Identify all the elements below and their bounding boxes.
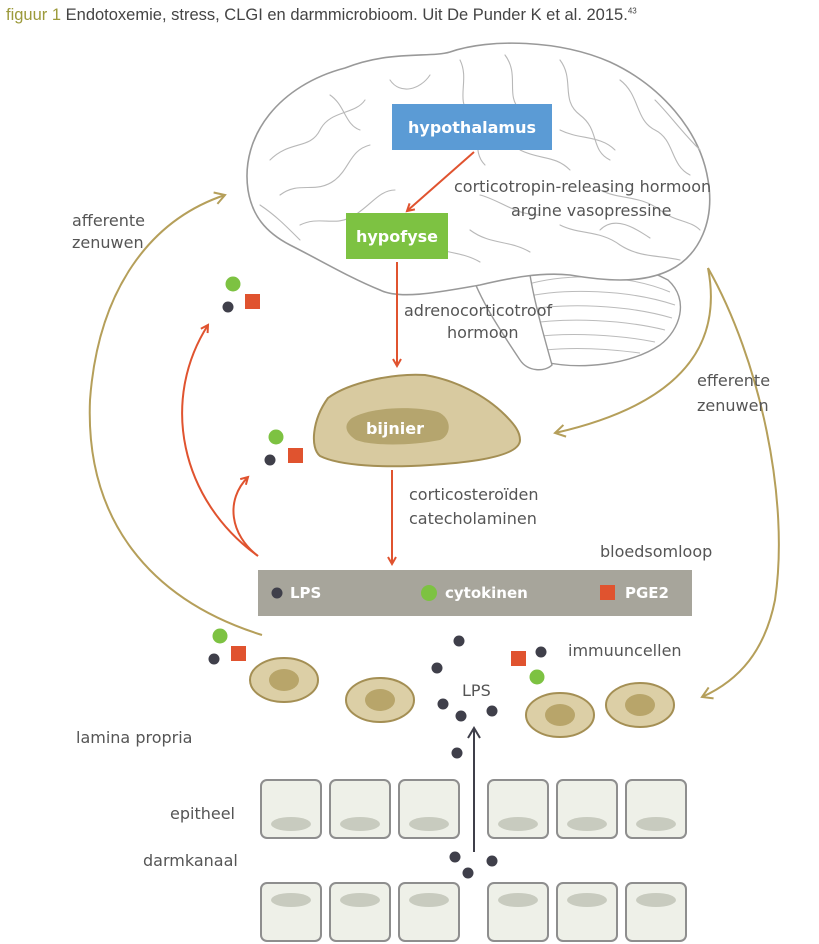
pge2-square [231,646,246,661]
epithelial-cell [556,779,618,839]
pge2-square [245,294,260,309]
darmkanaal-label: darmkanaal [143,851,238,870]
epithelial-cell [556,882,618,942]
legend-cytokine-dot [421,585,437,601]
lumen-lps [449,851,498,879]
figure-label: figuur 1 [6,6,62,24]
lps-dot [451,747,463,759]
brainstem [468,269,553,371]
immune-cell [605,682,675,728]
immuuncellen-label: immuuncellen [568,641,682,660]
epithelial-cell [329,779,391,839]
legend-lps-label: LPS [290,584,321,602]
bijnier-label: bijnier [366,419,424,438]
epithelial-cell [260,779,322,839]
pge2-square [511,651,526,666]
pge2-square [288,448,303,463]
cortico-label-line2: catecholaminen [409,509,537,528]
caption-reference: 43 [627,6,637,16]
signal-cluster-top [222,276,260,313]
epithelial-cell [398,779,460,839]
crh-arrow [407,151,475,211]
lps-particles [431,635,498,759]
lps-small-label: LPS [462,681,491,700]
epithelial-cell [329,882,391,942]
immune-cell [345,677,415,723]
lps-dot [486,855,498,867]
hypothalamus-label: hypothalamus [408,118,536,137]
afferent-label-line2: zenuwen [72,233,144,252]
lps-dot [462,867,474,879]
lps-dot [486,705,498,717]
acth-label-line2: hormoon [447,323,519,342]
lps-dot [208,653,220,665]
cytokine-dot [225,276,241,292]
lps-dot [437,698,449,710]
feedback-arrow-short [232,477,259,557]
lps-dot [431,662,443,674]
efferent-label-line1: efferente [697,371,770,390]
legend-lps-dot [271,587,283,599]
legend-pge2-label: PGE2 [625,584,669,602]
afferent-label-line1: afferente [72,211,145,230]
efferent-nerve-arrow-adrenal [553,267,712,438]
immune-cell [249,657,319,703]
immune-cell [525,692,595,738]
legend-cytokinen-label: cytokinen [445,584,528,602]
epithelial-cell [487,882,549,942]
cortico-label-line1: corticosteroïden [409,485,539,504]
crh-label-line1: corticotropin-releasing hormoon [454,177,711,196]
efferent-nerve-arrow-immune [700,267,780,700]
lps-dot [453,635,465,647]
signal-cluster-immune [511,646,547,685]
caption-text: Endotoxemie, stress, CLGI en darmmicrobi… [61,6,628,24]
afferent-nerve-arrow [88,191,263,636]
epitheel-label: epitheel [170,804,235,823]
epithelium-row-upper [260,779,687,839]
epithelium-row-lower [260,882,687,942]
lamina-propria-label: lamina propria [76,728,192,747]
crh-label-line2: argine vasopressine [511,201,672,220]
cytokine-dot [529,669,545,685]
epithelial-cell [625,882,687,942]
cerebrum [246,42,711,296]
legend-pge2-square [600,585,615,600]
lps-dot [455,710,467,722]
hypothalamus-box [392,104,552,150]
bloodstream-bar [258,570,692,616]
lps-dot [449,851,461,863]
epithelial-cell [260,882,322,942]
epithelial-cell [487,779,549,839]
epithelial-cell [398,882,460,942]
figure-caption: figuur 1 Endotoxemie, stress, CLGI en da… [6,6,637,25]
bloedsomloop-label: bloedsomloop [600,542,712,561]
immune-cells [249,657,675,738]
efferent-label-line2: zenuwen [697,396,769,415]
acth-label-line1: adrenocorticotroof [404,301,553,320]
signal-cluster-middle [264,429,303,466]
lps-dot [222,301,234,313]
hypofyse-label: hypofyse [356,227,438,246]
feedback-arrow-long [181,325,259,557]
hypofyse-box [346,213,448,259]
lps-dot [535,646,547,658]
cytokine-dot [212,628,228,644]
adrenal-inner [346,408,449,445]
epithelial-cell [625,779,687,839]
cytokine-dot [268,429,284,445]
lps-dot [264,454,276,466]
signal-cluster-lower [208,628,246,665]
